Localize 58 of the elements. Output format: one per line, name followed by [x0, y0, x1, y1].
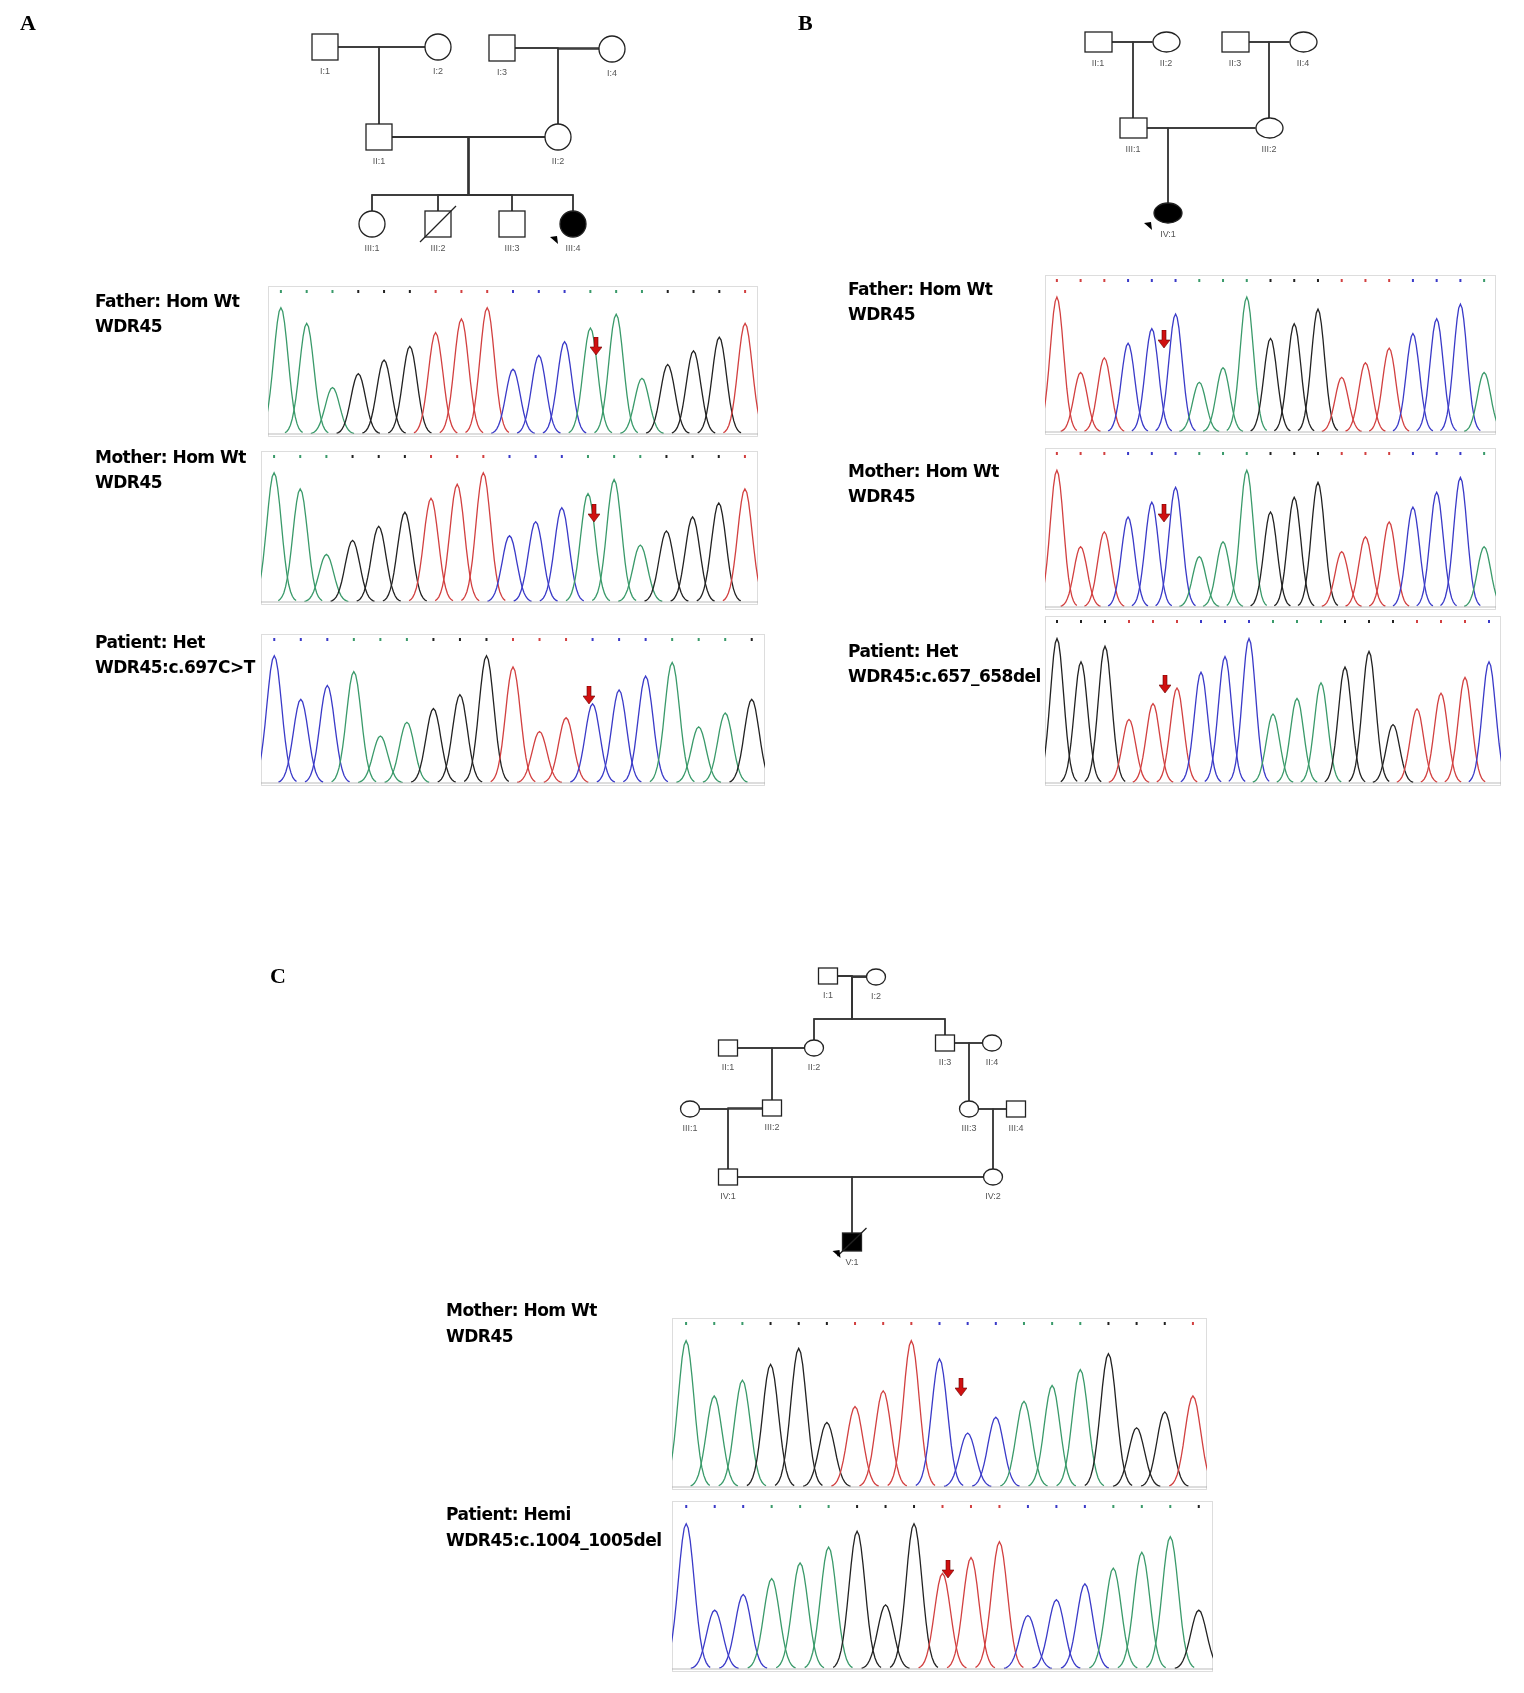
individual-label: III:2 — [429, 243, 447, 253]
pedigree-line — [968, 1042, 984, 1102]
individual-label: IV:1 — [719, 1191, 737, 1201]
sample-label: Mother: Hom Wt — [95, 447, 246, 467]
pedigree-line — [771, 1047, 806, 1101]
individual-label: I:2 — [870, 991, 882, 1001]
sample-label: Patient: Het — [95, 632, 205, 652]
panel-letter: B — [798, 10, 813, 36]
individual-label: I:3 — [496, 67, 508, 77]
variant-label: WDR45:c.657_658del — [848, 666, 1041, 686]
individual-label: III:3 — [503, 243, 521, 253]
individual-label: I:1 — [822, 990, 834, 1000]
sample-label: Father: Hom Wt — [95, 291, 240, 311]
individual-label: II:1 — [720, 1062, 736, 1072]
individual-label: III:2 — [1260, 144, 1278, 154]
individual-label: II:1 — [371, 156, 387, 166]
panel-letter: C — [270, 963, 286, 989]
individual-label: II:4 — [1295, 58, 1311, 68]
panel-letter: A — [20, 10, 36, 36]
pedigree-line — [727, 1107, 764, 1170]
gene-label: WDR45 — [95, 472, 163, 492]
individual-label: I:4 — [606, 68, 618, 78]
pedigree-line — [557, 48, 600, 125]
individual-label: III:4 — [1007, 1123, 1025, 1133]
individual-label: II:3 — [937, 1057, 953, 1067]
pedigree-line — [378, 46, 426, 125]
individual-label: III:1 — [363, 243, 381, 253]
individual-label: III:4 — [564, 243, 582, 253]
individual-label: II:2 — [806, 1062, 822, 1072]
gene-label: WDR45 — [95, 316, 163, 336]
sample-label: Father: Hom Wt — [848, 279, 993, 299]
individual-label: II:2 — [550, 156, 566, 166]
gene-label: WDR45 — [446, 1326, 514, 1346]
individual-label: II:4 — [984, 1057, 1000, 1067]
variant-label: WDR45:c.1004_1005del — [446, 1530, 662, 1550]
individual-label: IV:2 — [984, 1191, 1002, 1201]
individual-label: I:1 — [319, 66, 331, 76]
pedigree-line — [851, 1176, 985, 1234]
pedigree-line — [467, 136, 574, 212]
individual-label: IV:1 — [1159, 229, 1177, 239]
individual-label: III:3 — [960, 1123, 978, 1133]
gene-label: WDR45 — [848, 486, 916, 506]
individual-label: II:2 — [1158, 58, 1174, 68]
pedigree-line — [992, 1108, 1008, 1170]
individual-label: V:1 — [844, 1257, 860, 1267]
individual-label: III:1 — [1124, 144, 1142, 154]
sample-label: Mother: Hom Wt — [446, 1300, 597, 1320]
variant-label: WDR45:c.697C>T — [95, 657, 255, 677]
sample-label: Mother: Hom Wt — [848, 461, 999, 481]
individual-label: I:2 — [432, 66, 444, 76]
sample-label: Patient: Het — [848, 641, 958, 661]
pedigree-line — [851, 976, 946, 1036]
sample-label: Patient: Hemi — [446, 1504, 571, 1524]
individual-label: III:2 — [763, 1122, 781, 1132]
individual-label: II:1 — [1090, 58, 1106, 68]
individual-label: III:1 — [681, 1123, 699, 1133]
gene-label: WDR45 — [848, 304, 916, 324]
individual-label: II:3 — [1227, 58, 1243, 68]
